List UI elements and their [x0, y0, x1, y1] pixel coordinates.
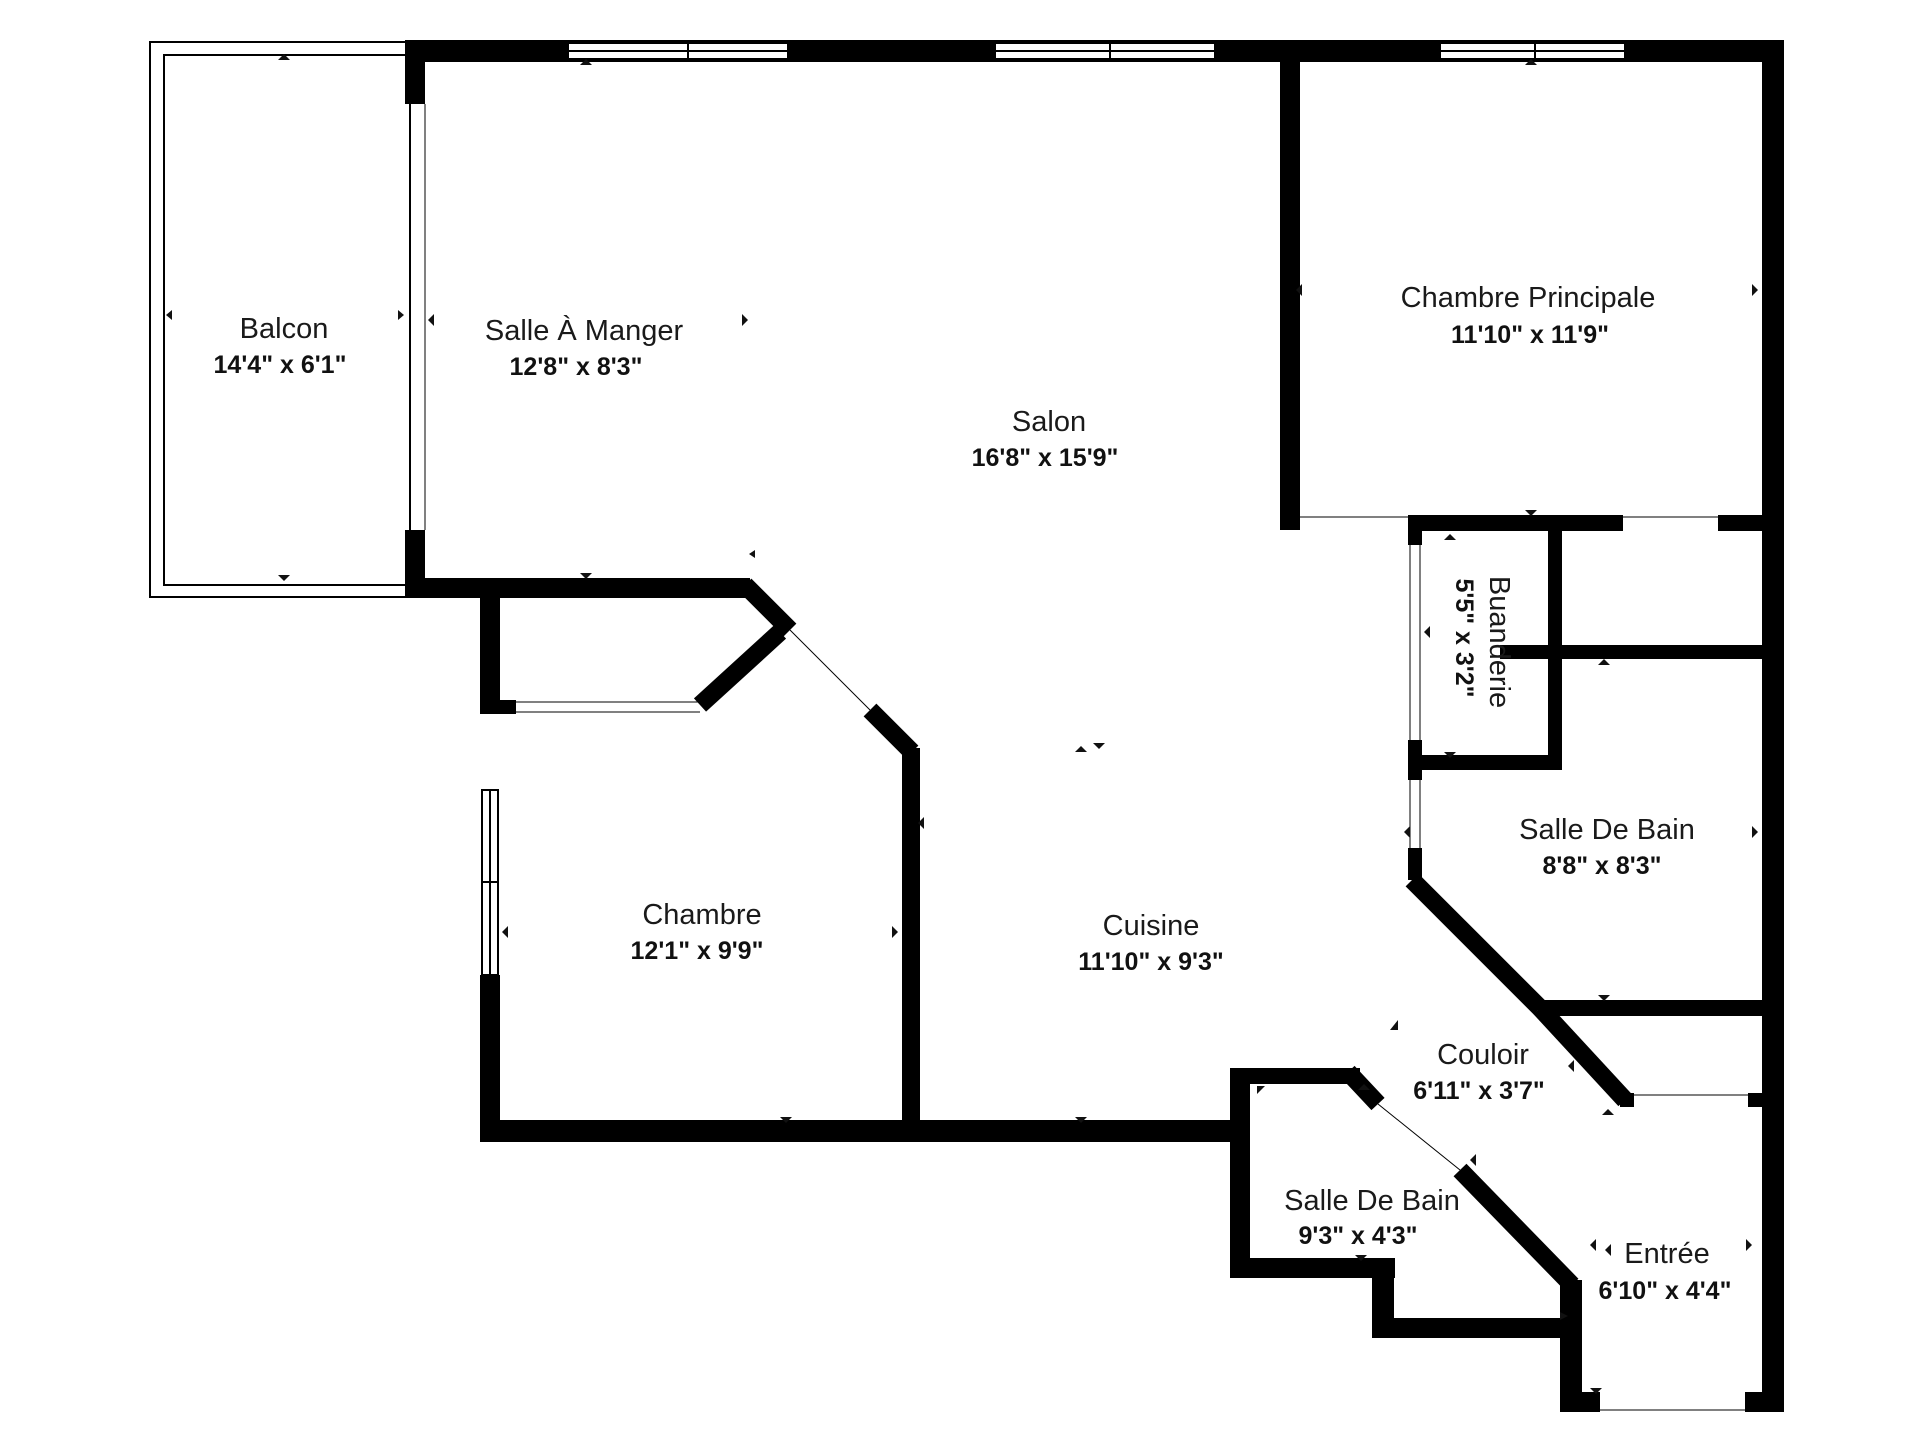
room-label-entree: Entrée 6'10" x 4'4": [1599, 1238, 1732, 1305]
room-dimensions: 11'10" x 9'3": [1078, 948, 1223, 976]
room-name: Salle De Bain: [1284, 1185, 1460, 1217]
measurement-markers: [166, 54, 1758, 1394]
room-name: Chambre Principale: [1401, 282, 1656, 314]
room-dimensions: 16'8" x 15'9": [972, 444, 1119, 472]
room-name: Chambre: [642, 899, 761, 931]
room-dimensions: 14'4" x 6'1": [214, 351, 347, 379]
room-name: Couloir: [1437, 1039, 1529, 1071]
room-label-chambre: Chambre 12'1" x 9'9": [631, 899, 764, 965]
room-label-buanderie: Buanderie 5'5" x 3'2": [1450, 576, 1515, 708]
room-dimensions: 6'10" x 4'4": [1599, 1277, 1732, 1305]
room-dimensions: 6'11" x 3'7": [1413, 1077, 1545, 1105]
room-dimensions: 5'5" x 3'2": [1450, 578, 1478, 697]
door-openings: [409, 104, 1748, 1411]
room-name: Salon: [1012, 406, 1086, 438]
room-name: Salle De Bain: [1519, 814, 1695, 846]
room-dimensions: 11'10" x 11'9": [1451, 321, 1609, 349]
windows: [481, 42, 1626, 976]
room-label-salon: Salon 16'8" x 15'9": [972, 406, 1119, 472]
room-label-couloir: Couloir 6'11" x 3'7": [1413, 1039, 1545, 1105]
room-label-balcon: Balcon 14'4" x 6'1": [214, 313, 347, 379]
room-name: Cuisine: [1103, 910, 1200, 942]
room-label-salle-de-bain-1: Salle De Bain 8'8" x 8'3": [1519, 814, 1695, 880]
room-name: Salle À Manger: [485, 314, 684, 347]
room-dimensions: 12'1" x 9'9": [631, 937, 764, 965]
room-dimensions: 12'8" x 8'3": [510, 353, 643, 381]
room-name: Balcon: [240, 313, 329, 345]
room-label-salle-de-bain-2: Salle De Bain 9'3" x 4'3": [1284, 1185, 1460, 1250]
walls: [405, 40, 1784, 1412]
room-label-cuisine: Cuisine 11'10" x 9'3": [1078, 910, 1223, 976]
room-label-chambre-principale: Chambre Principale 11'10" x 11'9": [1401, 282, 1656, 349]
room-name: Entrée: [1624, 1238, 1709, 1270]
room-label-salle-a-manger: Salle À Manger 12'8" x 8'3": [485, 314, 684, 381]
room-name: Buanderie: [1483, 576, 1515, 708]
room-dimensions: 8'8" x 8'3": [1542, 852, 1661, 880]
diagonal-walls: [693, 578, 1632, 1292]
room-dimensions: 9'3" x 4'3": [1298, 1222, 1417, 1250]
